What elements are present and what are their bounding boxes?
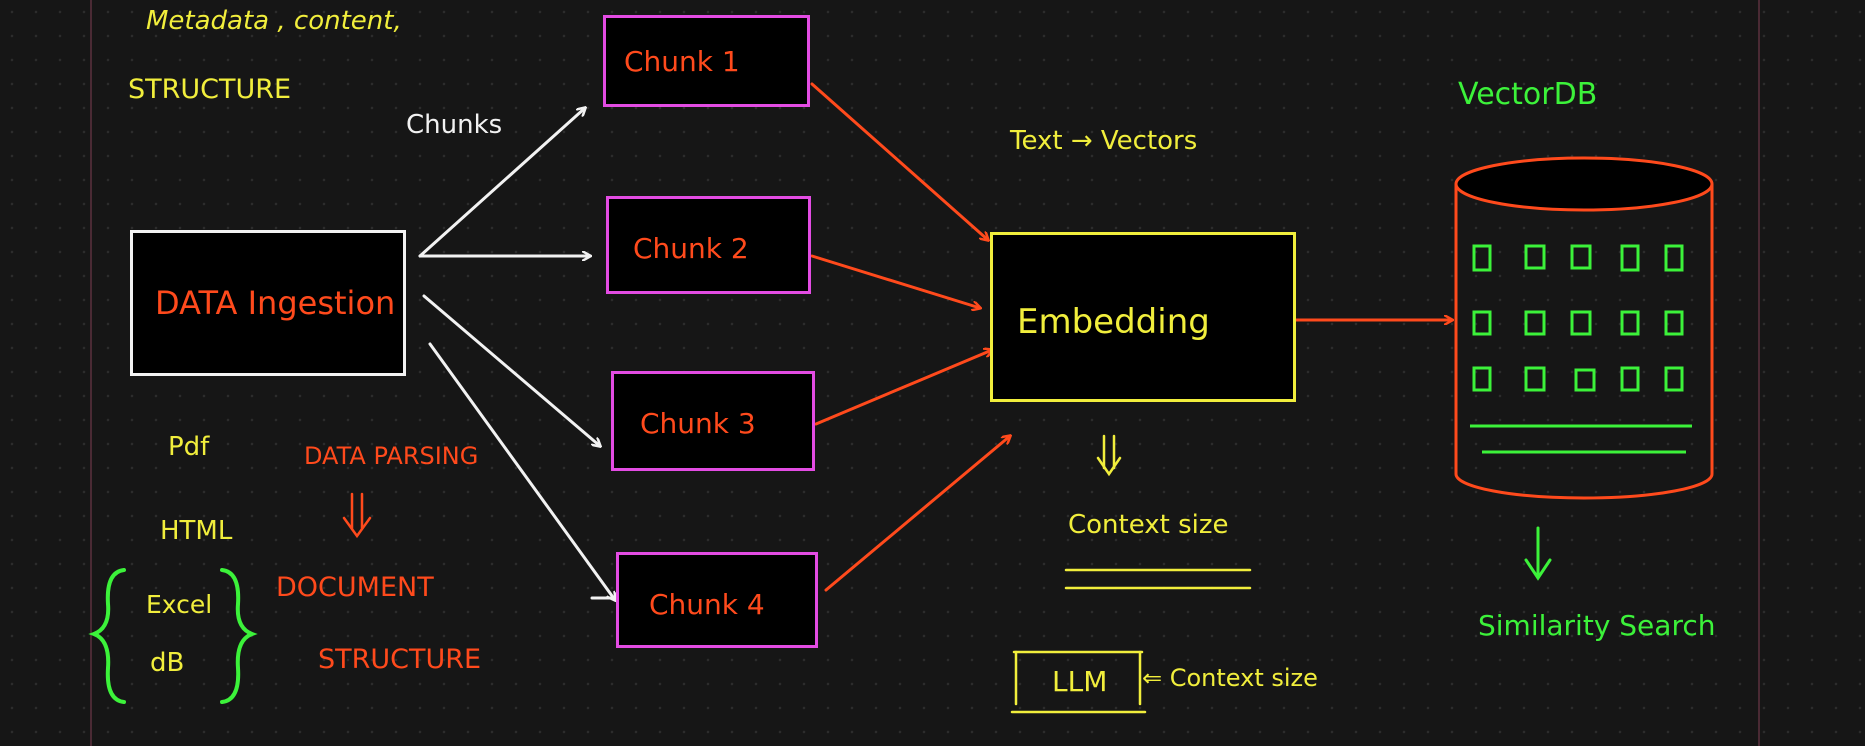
llm-label: LLM — [1052, 665, 1108, 698]
chunk-3-box: Chunk 3 — [611, 371, 815, 471]
data-ingestion-box: DATA Ingestion — [130, 230, 406, 376]
chunk-2-label: Chunk 2 — [633, 232, 749, 265]
document-label: DOCUMENT — [276, 572, 434, 603]
frame-right-line — [1758, 0, 1760, 746]
frame-left-line — [90, 0, 92, 746]
arrow-ingestion-to-chunk-4 — [428, 342, 615, 600]
arrow-ingestion-to-chunk-1 — [418, 108, 585, 258]
llm-context-size-note: ⇐ Context size — [1142, 664, 1318, 692]
source-db: dB — [150, 648, 185, 678]
source-excel: Excel — [146, 590, 213, 619]
document-structure-label: STRUCTURE — [318, 644, 482, 675]
text-to-vectors-note: Text → Vectors — [1010, 126, 1198, 156]
structure-note: STRUCTURE — [128, 74, 292, 105]
embedding-box: Embedding — [990, 232, 1296, 402]
arrow-chunk-1-to-embedding — [810, 82, 988, 240]
vector-db-label: VectorDB — [1458, 77, 1598, 112]
data-ingestion-label: DATA Ingestion — [155, 284, 396, 322]
context-size-note: Context size — [1068, 510, 1229, 540]
chunk-1-label: Chunk 1 — [624, 45, 740, 78]
chunks-label: Chunks — [406, 110, 503, 140]
chunk-4-box: Chunk 4 — [616, 552, 818, 648]
vector-db-cylinder — [1454, 156, 1714, 500]
chunk-2-box: Chunk 2 — [606, 196, 811, 294]
chunk-4-label: Chunk 4 — [649, 588, 765, 621]
similarity-search-label: Similarity Search — [1478, 609, 1716, 642]
source-pdf: Pdf — [168, 432, 210, 462]
arrow-chunk-4-to-embedding — [824, 436, 1010, 592]
arrow-ingestion-to-chunk-3 — [422, 294, 600, 446]
arrow-chunk-2-to-embedding — [810, 254, 980, 308]
source-html: HTML — [160, 516, 233, 546]
embedding-label: Embedding — [1017, 302, 1210, 342]
chunk-3-label: Chunk 3 — [640, 407, 756, 440]
data-parsing-label: DATA PARSING — [304, 442, 479, 470]
chunk-1-box: Chunk 1 — [603, 15, 810, 107]
arrow-chunk-3-to-embedding — [814, 350, 992, 426]
metadata-note: Metadata , content, — [146, 6, 402, 36]
